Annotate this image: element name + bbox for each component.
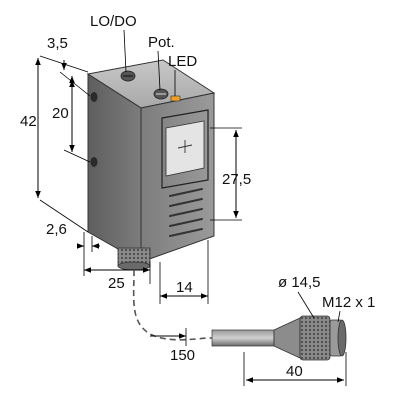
mounting-hole-top (90, 92, 98, 102)
dim-label-42: 42 (20, 113, 37, 130)
dim-label-diameter: ø 14,5 (278, 274, 321, 291)
sensor-housing (86, 59, 216, 271)
label-led: LED (168, 53, 197, 70)
led-indicator (170, 95, 181, 102)
housing-side-face (140, 92, 215, 263)
dim-label-2-6: 2,6 (46, 221, 67, 238)
dim-label-14: 14 (176, 279, 193, 296)
dim-label-150: 150 (170, 347, 195, 364)
m12-connector (273, 315, 347, 361)
optical-window-frame (161, 109, 209, 189)
dim-label-20: 20 (52, 105, 69, 122)
dim-label-25: 25 (108, 275, 125, 292)
label-thread: M12 x 1 (322, 294, 375, 311)
label-lo-do: LO/DO (90, 13, 137, 30)
vent-slots (169, 188, 203, 237)
label-pot: Pot. (148, 34, 175, 51)
dim-label-27-5: 27,5 (222, 171, 251, 188)
mounting-hole-bottom (90, 157, 98, 167)
cable-dashed (132, 269, 213, 341)
bottom-connector (117, 247, 151, 271)
dim-label-40: 40 (286, 363, 303, 380)
cable-segment (211, 329, 275, 347)
dim-label-3-5: 3,5 (47, 35, 68, 52)
